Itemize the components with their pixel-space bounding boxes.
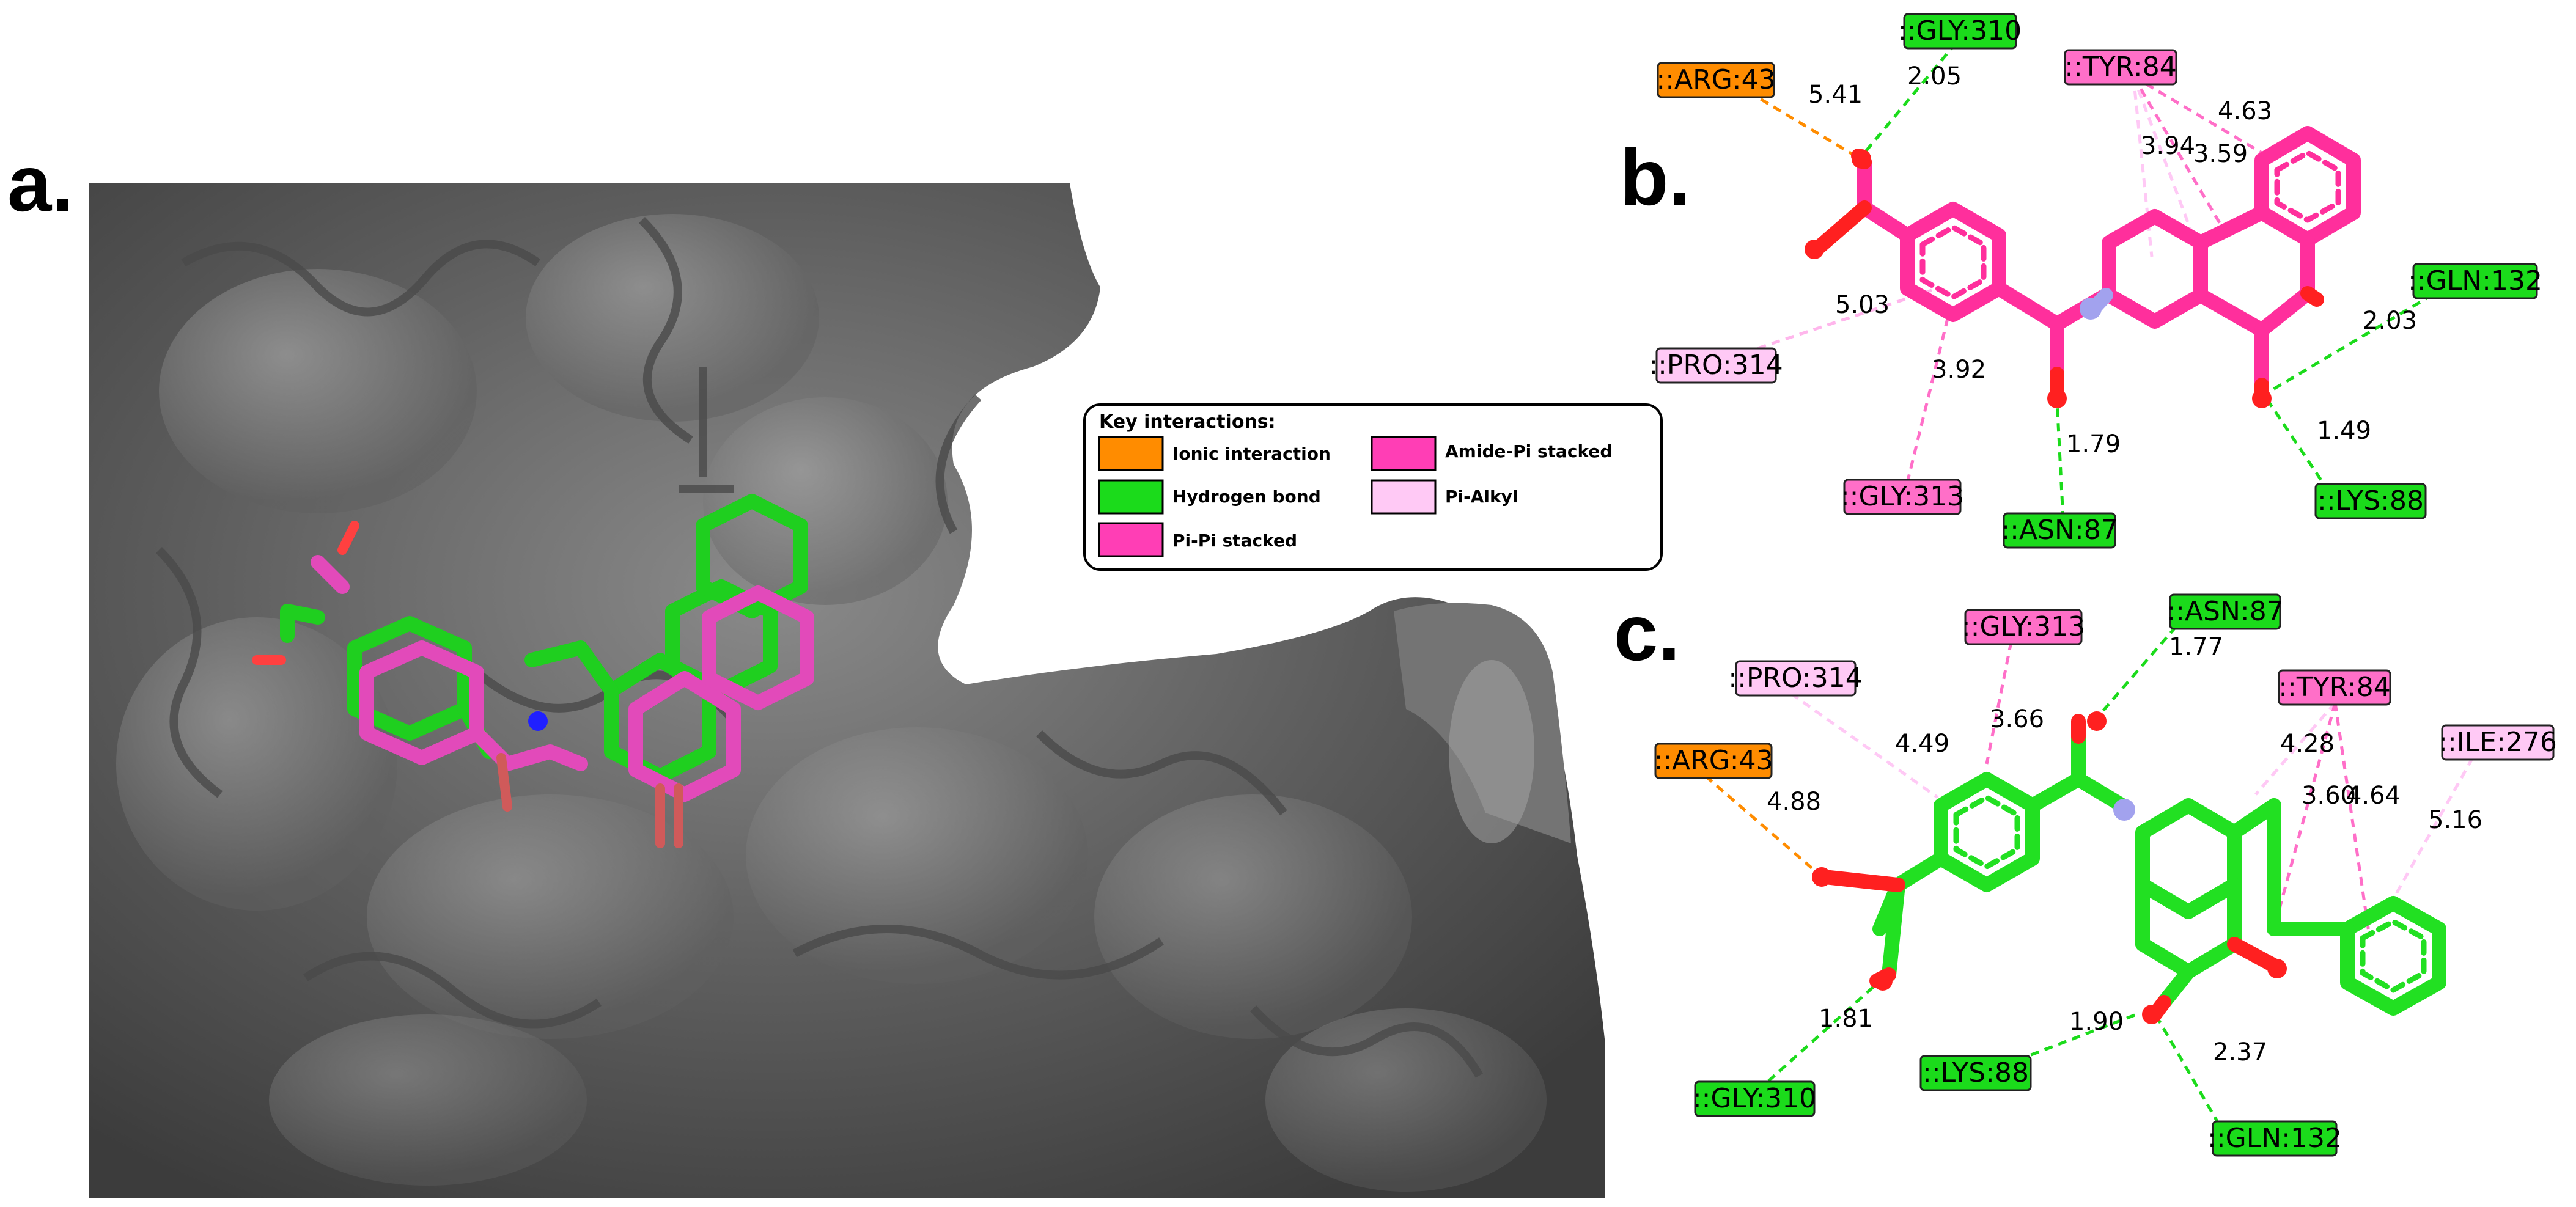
panel-c-distance: 4.28 bbox=[2280, 730, 2335, 758]
panel-b-letter: b. bbox=[1620, 133, 1691, 222]
panel-b-residue-box-gly310 bbox=[1903, 13, 2017, 50]
legend-label-pialkyl: Pi-Alkyl bbox=[1445, 486, 1518, 507]
panel-b-residue-gln132: ::GLN:132 bbox=[2408, 265, 2542, 296]
legend-label-ionic: Ionic interaction bbox=[1172, 444, 1331, 464]
panel-c-ligand bbox=[1817, 714, 2446, 1022]
legend-swatch-hbond bbox=[1098, 479, 1164, 515]
panel-b-distance: 1.79 bbox=[2066, 430, 2121, 458]
panel-c-distance: 2.37 bbox=[2213, 1038, 2267, 1066]
panel-c-residue-box-asn87 bbox=[2169, 593, 2281, 630]
panel-c-residue-lys88: ::LYS:88 bbox=[1923, 1057, 2029, 1088]
panel-c: c. bbox=[1614, 588, 2557, 1157]
panel-b-distance: 5.03 bbox=[1835, 291, 1890, 319]
panel-b-residue-box-asn87 bbox=[2003, 512, 2116, 549]
legend-swatch-pialkyl bbox=[1371, 479, 1437, 515]
panel-c-residue-box-ile276 bbox=[2441, 724, 2555, 761]
panel-b-residue-pro314: ::PRO:314 bbox=[1649, 350, 1783, 381]
panel-b-residue-gly313: ::GLY:313 bbox=[1841, 481, 1964, 512]
panel-b-residue-tyr84: ::TYR:84 bbox=[2064, 51, 2176, 83]
panel-c-residue-arg43: ::ARG:43 bbox=[1654, 745, 1773, 776]
legend-swatch-ionic bbox=[1098, 436, 1164, 471]
panel-c-residue-tyr84: ::TYR:84 bbox=[2278, 672, 2390, 703]
panel-c-distance: 4.49 bbox=[1895, 730, 1949, 758]
panel-c-atoms bbox=[1812, 711, 2287, 1024]
protein-surface bbox=[89, 183, 1605, 1198]
panel-c-residue-gly310: ::GLY:310 bbox=[1693, 1083, 1816, 1114]
legend-label-amidepi: Amide-Pi stacked bbox=[1445, 441, 1612, 461]
panel-b-residue-box-gln132 bbox=[2412, 263, 2538, 299]
panel-c-residue-pro314: ::PRO:314 bbox=[1728, 662, 1862, 694]
panel-b-residue-box-lys88 bbox=[2314, 483, 2427, 519]
panel-c-residue-asn87: ::ASN:87 bbox=[2166, 596, 2283, 627]
panel-b-distance: 3.59 bbox=[2193, 140, 2248, 168]
legend-label-hbond: Hydrogen bond bbox=[1172, 486, 1321, 507]
panel-b-ligand bbox=[1811, 126, 2361, 403]
panel-c-residue-box-arg43 bbox=[1654, 743, 1773, 779]
panel-b-residue-gly310: ::GLY:310 bbox=[1898, 15, 2022, 46]
panel-c-residue-box-lys88 bbox=[1919, 1055, 2032, 1091]
panel-c-distance: 3.60 bbox=[2302, 782, 2356, 810]
panel-b-residue-lys88: ::LYS:88 bbox=[2317, 485, 2424, 516]
panel-b-distance: 2.05 bbox=[1907, 62, 1962, 90]
panel-c-interaction-lines bbox=[1704, 625, 2475, 1126]
panel-c-residue-ile276: ::ILE:276 bbox=[2438, 727, 2557, 758]
panel-b-distance: 2.03 bbox=[2363, 307, 2417, 335]
panel-c-distance: 4.88 bbox=[1767, 788, 1821, 816]
panel-b-distance: 3.94 bbox=[2141, 132, 2195, 160]
panel-b: b. bbox=[1620, 13, 2542, 549]
panel-b-residues: ::ARG:43 ::GLY:310 ::TYR:84 ::GLN:132 ::… bbox=[1649, 13, 2542, 549]
panel-b-distance: 4.63 bbox=[2218, 97, 2272, 125]
panel-c-distance: 4.64 bbox=[2346, 782, 2401, 810]
panel-b-residue-asn87: ::ASN:87 bbox=[2001, 515, 2118, 546]
panel-c-residue-box-gly310 bbox=[1694, 1080, 1816, 1117]
legend-label-pipi: Pi-Pi stacked bbox=[1172, 530, 1297, 551]
panel-b-interaction-lines bbox=[1729, 42, 2446, 520]
panel-b-distances: 5.41 2.05 4.63 3.94 3.59 5.03 3.92 1.79 … bbox=[1808, 62, 2417, 458]
legend-title: Key interactions: bbox=[1099, 411, 1276, 433]
panel-b-residue-box-pro314 bbox=[1655, 347, 1777, 384]
panel-b-residue-box-tyr84 bbox=[2064, 49, 2177, 86]
panel-b-distance: 3.92 bbox=[1932, 356, 1986, 384]
panel-c-residue-box-gly313 bbox=[1964, 609, 2083, 645]
legend: Key interactions: Ionic interaction Amid… bbox=[1083, 403, 1663, 571]
legend-swatch-amidepi bbox=[1371, 436, 1437, 471]
panel-b-distance: 5.41 bbox=[1808, 81, 1863, 109]
panel-c-distance: 1.77 bbox=[2169, 633, 2223, 661]
panel-c-residue-box-tyr84 bbox=[2278, 669, 2391, 706]
panel-c-distance: 1.90 bbox=[2069, 1008, 2124, 1036]
panel-c-distance: 1.81 bbox=[1819, 1005, 1873, 1033]
panel-b-residue-box-gly313 bbox=[1843, 479, 1962, 515]
panel-c-residues: ::GLY:313 ::ASN:87 ::PRO:314 ::TYR:84 ::… bbox=[1654, 593, 2557, 1157]
panel-b-distance: 1.49 bbox=[2317, 417, 2371, 445]
panel-c-residue-box-gln132 bbox=[2212, 1120, 2338, 1157]
ligand-overlay bbox=[252, 494, 814, 848]
panel-a-letter: a. bbox=[7, 139, 73, 228]
panel-b-atoms bbox=[1805, 149, 2272, 408]
panel-b-residue-box-arg43 bbox=[1657, 62, 1775, 98]
panel-c-distances: 1.77 4.49 3.66 4.28 3.60 4.64 5.16 4.88 … bbox=[1767, 633, 2482, 1066]
panel-a: a. bbox=[7, 139, 1605, 1198]
panel-c-residue-box-pro314 bbox=[1735, 660, 1857, 697]
panel-c-residue-gly313: ::GLY:313 bbox=[1962, 611, 2085, 642]
panel-c-letter: c. bbox=[1614, 588, 1680, 677]
legend-swatch-pipi bbox=[1098, 522, 1164, 557]
panel-c-residue-gln132: ::GLN:132 bbox=[2207, 1123, 2342, 1154]
panel-c-distance: 5.16 bbox=[2428, 806, 2482, 834]
panel-b-residue-arg43: ::ARG:43 bbox=[1656, 64, 1775, 95]
panel-c-distance: 3.66 bbox=[1990, 705, 2044, 733]
